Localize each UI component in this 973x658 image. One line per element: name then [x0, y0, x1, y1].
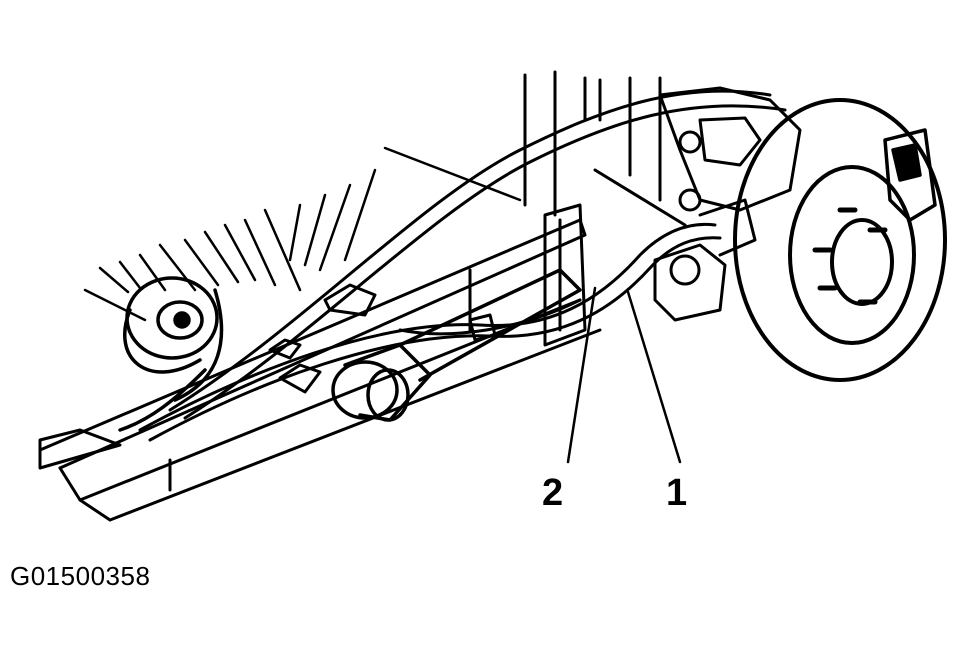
brake-rotor	[733, 98, 947, 382]
left-pulley	[118, 276, 224, 432]
callout-label-2: 2	[542, 472, 564, 514]
brake-caliper	[883, 128, 937, 222]
callout-label-1: 1	[666, 472, 688, 514]
frame-rail	[38, 218, 602, 522]
leader-2	[566, 286, 597, 464]
knuckle-assembly	[653, 86, 802, 322]
callout-leaders	[566, 286, 682, 464]
leader-1	[626, 290, 682, 464]
figure-code: G01500358	[10, 561, 151, 591]
background-hatching	[83, 146, 522, 322]
lower-brake-cable	[138, 222, 722, 442]
cable-brackets	[268, 203, 587, 394]
